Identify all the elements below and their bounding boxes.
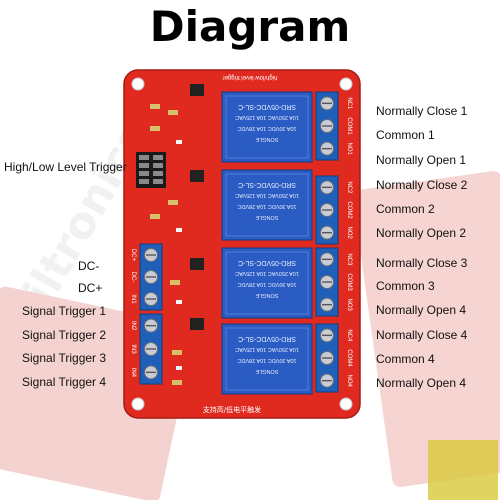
relay-text: 10A 250VAC 10A 125VAC (235, 270, 299, 276)
terminal-screw[interactable] (320, 225, 334, 240)
relay-text: SRD-05VDC-SL-C (238, 259, 296, 266)
terminal-screw[interactable] (144, 342, 158, 356)
output-pin-label: NO3 (346, 298, 352, 311)
terminal-screw[interactable] (320, 252, 334, 267)
label-dc-minus: DC- (78, 259, 100, 273)
output-pin-label: NC3 (346, 253, 352, 266)
terminal-screw[interactable] (320, 203, 334, 217)
input-pin-label: IN2 (130, 321, 136, 331)
relay-2: SRD-05VDC-SL-C 10A 250VAC 10A 125VAC 10A 3… (221, 169, 313, 241)
output-pin-label: NO4 (346, 374, 352, 387)
output-pin-label: NC2 (346, 181, 352, 194)
terminal-screw[interactable] (144, 365, 158, 380)
relay-text: 10A 30VDC 10A 28VDC (237, 281, 296, 287)
terminal-screw[interactable] (320, 275, 334, 289)
output-pin-label: NO2 (346, 226, 352, 239)
relay-text: 10A 250VAC 10A 125VAC (235, 114, 299, 120)
mount-hole (339, 397, 353, 411)
terminal-screw[interactable] (320, 328, 334, 343)
relay-text: SRD-05VDC-SL-C (238, 181, 296, 188)
output-terminal-2 (315, 175, 339, 245)
output-pin-label: COM1 (346, 117, 352, 135)
output-pin-label: NC1 (346, 97, 352, 110)
terminal-screw[interactable] (320, 96, 334, 111)
mount-hole (131, 397, 145, 411)
input-terminal-2 (139, 313, 163, 385)
terminal-screw[interactable] (320, 297, 334, 312)
terminal-screw[interactable] (320, 141, 334, 156)
output-label-3: Normally Open 1 (376, 153, 467, 167)
output-terminal-1 (315, 91, 339, 161)
relay-text: SONGLE (255, 292, 278, 298)
label-signal-trigger-2: Signal Trigger 2 (22, 328, 107, 342)
relay-text: SONGLE (255, 136, 278, 142)
terminal-screw[interactable] (144, 292, 158, 306)
terminal-screw[interactable] (320, 180, 334, 195)
terminal-screw[interactable] (320, 119, 334, 133)
terminal-screw[interactable] (144, 248, 158, 262)
output-pin-label: COM3 (346, 273, 352, 291)
terminal-screw[interactable] (144, 270, 158, 284)
relay-text: 10A 30VDC 10A 28VDC (237, 125, 296, 131)
input-terminal-1 (139, 243, 163, 311)
output-label-4: Normally Close 2 (376, 178, 468, 192)
output-terminal-block (315, 91, 339, 393)
label-dc-plus: DC+ (78, 281, 103, 295)
output-pin-label: NC4 (346, 329, 352, 342)
output-label-9: Normally Open 4 (376, 303, 467, 317)
output-label-12: Normally Open 4 (376, 376, 467, 390)
output-pin-label: COM4 (346, 349, 352, 367)
output-label-8: Common 3 (376, 279, 435, 293)
relay-text: 10A 30VDC 10A 28VDC (237, 357, 296, 363)
relay-text: SRD-05VDC-SL-C (238, 335, 296, 342)
output-pin-label: COM2 (346, 201, 352, 219)
relay-text: SRD-05VDC-SL-C (238, 103, 296, 110)
relay-text: SONGLE (255, 214, 278, 220)
relay-1: SRD-05VDC-SL-C 10A 250VAC 10A 125VAC 10A 3… (221, 91, 313, 163)
input-pin-label: DC+ (130, 249, 136, 262)
input-pin-label: IN3 (130, 344, 136, 354)
relay-text: 10A 250VAC 10A 125VAC (235, 346, 299, 352)
page-title: Diagram (149, 2, 351, 51)
relays: SRD-05VDC-SL-C 10A 250VAC 10A 125VAC 10A 3… (221, 91, 313, 395)
terminal-screw[interactable] (144, 318, 158, 333)
mount-hole (339, 77, 353, 91)
input-pin-label: IN4 (130, 368, 136, 378)
label-trigger-jumper: High/Low Level Trigger (4, 160, 127, 174)
label-signal-trigger-1: Signal Trigger 1 (22, 304, 107, 318)
output-label-11: Common 4 (376, 352, 435, 366)
output-pin-label: NO1 (346, 142, 352, 155)
status-leds (176, 140, 182, 370)
terminal-screw[interactable] (320, 351, 334, 365)
terminal-screw[interactable] (320, 373, 334, 388)
trigger-jumper-header[interactable] (136, 152, 166, 188)
label-signal-trigger-3: Signal Trigger 3 (22, 351, 107, 365)
output-terminal-4 (315, 323, 339, 393)
top-silkscreen: high/low level trigger (223, 74, 278, 80)
label-signal-trigger-4: Signal Trigger 4 (22, 375, 107, 389)
background-connector (428, 440, 498, 500)
relay-text: 10A 30VDC 10A 28VDC (237, 203, 296, 209)
input-pin-label: IN1 (130, 294, 136, 304)
output-label-7: Normally Close 3 (376, 256, 468, 270)
output-terminal-3 (315, 247, 339, 317)
bottom-silkscreen: 支持高/低电平触发 (203, 405, 261, 414)
mount-hole (131, 77, 145, 91)
output-label-2: Common 1 (376, 128, 435, 142)
output-label-10: Normally Close 4 (376, 328, 468, 342)
output-label-1: Normally Close 1 (376, 104, 468, 118)
input-pin-label: DC- (130, 272, 136, 283)
background-board-faded-right (352, 171, 500, 487)
output-label-6: Normally Open 2 (376, 226, 467, 240)
relay-4: SRD-05VDC-SL-C 10A 250VAC 10A 125VAC 10A 3… (221, 323, 313, 395)
relay-text: 10A 250VAC 10A 125VAC (235, 192, 299, 198)
output-label-5: Common 2 (376, 202, 435, 216)
smd-components (150, 84, 204, 385)
relay-3: SRD-05VDC-SL-C 10A 250VAC 10A 125VAC 10A 3… (221, 247, 313, 319)
relay-text: SONGLE (255, 368, 278, 374)
input-terminal-block (139, 243, 163, 385)
